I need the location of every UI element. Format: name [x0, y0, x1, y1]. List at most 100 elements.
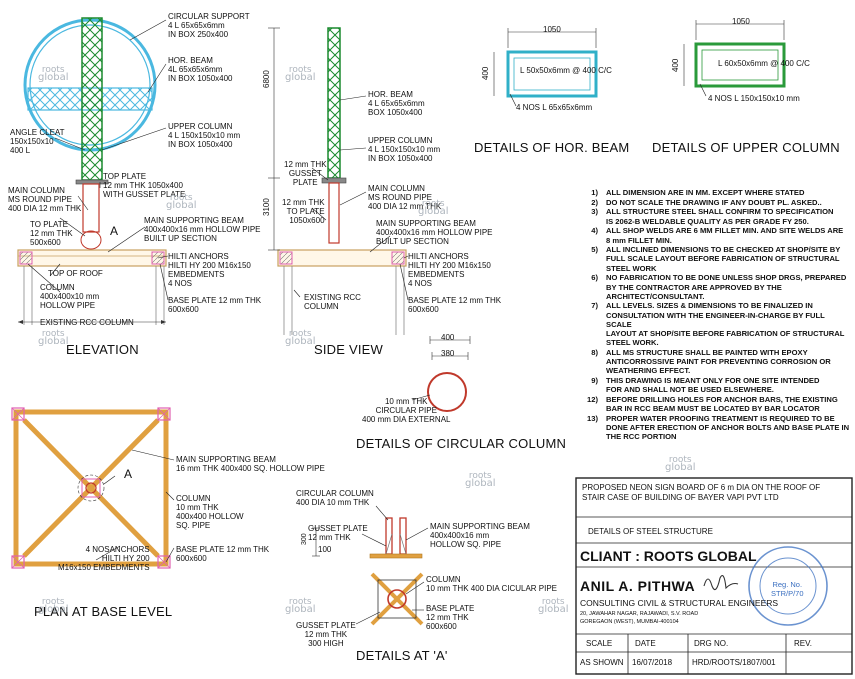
side-hilti-label: HILTI ANCHORS HILTI HY 200 M16x150 EMBED… [408, 252, 491, 288]
details-a-title: DETAILS AT 'A' [356, 648, 448, 663]
tb-project: PROPOSED NEON SIGN BOARD OF 6 m DIA ON T… [582, 483, 821, 502]
note-item: 6)NO FABRICATION TO BE DONE UNLESS SHOP … [591, 273, 847, 301]
elev-hor-beam-label: HOR. BEAM 4L 65x65x6mm IN BOX 1050x400 [168, 56, 233, 83]
plan-base-plate-label: BASE PLATE 12 mm THK 600x600 [176, 545, 270, 563]
hor-beam-inner-label: L 50x50x6mm @ 400 C/C [520, 66, 612, 75]
general-notes: 1)ALL DIMENSION ARE IN MM. EXCEPT WHERE … [576, 188, 852, 442]
a-dim-300: 300 [301, 533, 308, 545]
side-to-plate-label: 12 mm THK TO PLATE 1050x600 [282, 198, 325, 225]
side-main-column-label: MAIN COLUMN MS ROUND PIPE 400 DIA 12 mm … [368, 184, 442, 211]
note-item: 4)ALL SHOP WELDS ARE 6 MM FILLET MIN. AN… [591, 226, 844, 245]
tb-header-scale: SCALE [586, 639, 613, 648]
a-circular-column-label: CIRCULAR COLUMN 400 DIA 10 mm THK [296, 489, 374, 507]
elev-circular-support-label: CIRCULAR SUPPORT 4 L 65x65x6mm IN BOX 25… [168, 12, 250, 39]
elev-upper-column-label: UPPER COLUMN 4 L 150x150x10 mm IN BOX 10… [168, 122, 241, 149]
tb-header-date: DATE [635, 639, 656, 648]
elev-angle-cleat-label: ANGLE CLEAT 150x150x10 400 L [10, 128, 65, 155]
a-gusset-top-label: GUSSET PLATE 12 mm THK [308, 524, 368, 542]
elev-main-column-label: MAIN COLUMN MS ROUND PIPE 400 DIA 12 mm … [8, 186, 82, 213]
side-gusset-label: 12 mm THK GUSSET PLATE [284, 160, 327, 187]
elev-top-plate-label: TOP PLATE 12 mm THK 1050x400 WITH GUSSET… [103, 172, 186, 199]
tb-firm: CONSULTING CIVIL & STRUCTURAL ENGINEERS [580, 598, 779, 608]
plan-anchors-label: 4 NOSANCHORS HILTI HY 200 M16x150 EMBEDM… [58, 545, 150, 572]
a-main-beam-label: MAIN SUPPORTING BEAM 400x400x16 mm HOLLO… [430, 522, 530, 549]
side-hor-beam-label: HOR. BEAM 4 L 65x65x6mm BOX 1050x400 [368, 90, 425, 117]
tb-value-date: 16/07/2018 [632, 658, 673, 667]
tb-stamp-text: Reg. No. STR/P/70 [771, 580, 804, 598]
elev-base-plate-label: BASE PLATE 12 mm THK 600x600 [168, 296, 262, 314]
plan-main-beam-label: MAIN SUPPORTING BEAM 16 mm THK 400x400 S… [176, 455, 325, 473]
side-view [268, 27, 409, 335]
tb-subject: DETAILS OF STEEL STRUCTURE [588, 527, 713, 536]
upper-col-dim-w: 1050 [732, 17, 750, 26]
note-item: 9)THIS DRAWING IS MEANT ONLY FOR ONE SIT… [591, 376, 820, 395]
side-upper-column-label: UPPER COLUMN 4 L 150x150x10 mm IN BOX 10… [368, 136, 441, 163]
side-dim-3100: 3100 [262, 198, 271, 216]
upper-column-detail-title: DETAILS OF UPPER COLUMN [652, 140, 840, 155]
note-item: 7)ALL LEVELS. SIZES & DIMENSIONS TO BE F… [591, 301, 845, 348]
hor-beam-detail [493, 28, 598, 107]
upper-col-dim-h: 400 [671, 58, 680, 72]
circular-column-detail [411, 336, 471, 412]
hor-beam-corner-label: 4 NOS L 65x65x6mm [516, 103, 593, 112]
upper-col-inner-label: L 60x50x6mm @ 400 C/C [718, 59, 810, 68]
note-item: 8)ALL MS STRUCTURE SHALL BE PAINTED WITH… [591, 347, 831, 376]
elevation-view [17, 17, 169, 325]
a-column-label: COLUMN 10 mm THK 400 DIA CICULAR PIPE [426, 575, 558, 593]
note-item: 12)BEFORE DRILLING HOLES FOR ANCHOR BARS… [587, 394, 838, 414]
tb-value-drg: HRD/ROOTS/1807/001 [692, 658, 776, 667]
side-existing-rcc-label: EXISTING RCC COLUMN [304, 293, 361, 311]
plan-column-label: COLUMN 10 mm THK 400x400 HOLLOW SQ. PIPE [176, 494, 244, 530]
hor-beam-detail-title: DETAILS OF HOR. BEAM [474, 140, 630, 155]
circular-column-title: DETAILS OF CIRCULAR COLUMN [356, 436, 567, 451]
tb-address: 20, JAWAHAR NAGAR, RAJAWADI, S.V. ROAD G… [580, 611, 699, 625]
elev-column-label: COLUMN 400x400x10 mm HOLLOW PIPE [40, 283, 100, 310]
elev-top-of-roof-label: TOP OF ROOF [48, 269, 103, 278]
elev-hilti-label: HILTI ANCHORS HILTI HY 200 M16x150 EMBED… [168, 252, 251, 288]
a-base-plate-label: BASE PLATE 12 mm THK 600x600 [426, 604, 475, 631]
note-item: 3)ALL STRUCTURE STEEL SHALL CONFIRM TO S… [591, 207, 834, 226]
tb-header-rev: REV. [794, 639, 812, 648]
tb-value-scale: AS SHOWN [580, 658, 624, 667]
note-item: 5)ALL INCLINED DIMENSIONS TO BE CHECKED … [591, 245, 841, 273]
circ-dim-inner: 380 [441, 349, 455, 358]
circ-dim-outer: 400 [441, 333, 455, 342]
signature [703, 575, 739, 591]
elev-to-plate-label: TO PLATE 12 mm THK 500x600 [30, 220, 73, 247]
title-block-lines [575, 477, 853, 675]
a-gusset-bottom-label: GUSSET PLATE 12 mm THK 300 HIGH [296, 621, 356, 648]
side-base-plate-label: BASE PLATE 12 mm THK 600x600 [408, 296, 502, 314]
plan-title: PLAN AT BASE LEVEL [34, 604, 173, 619]
details-a-view [312, 505, 429, 626]
note-item: 13)PROPER WATER PROOFING TREATMENT IS RE… [587, 413, 850, 442]
elevation-title: ELEVATION [66, 342, 139, 357]
upper-column-detail [683, 20, 786, 97]
tb-engineer: ANIL A. PITHWA [580, 578, 696, 594]
side-view-title: SIDE VIEW [314, 342, 383, 357]
side-main-beam-label: MAIN SUPPORTING BEAM 400x400x16 mm HOLLO… [376, 219, 493, 246]
elev-existing-rcc-label: EXISTING RCC COLUMN [40, 318, 134, 327]
engineer-stamp [748, 546, 828, 626]
plan-view [11, 407, 175, 569]
a-dim-100: 100 [318, 545, 332, 554]
side-dim-6800: 6800 [262, 70, 271, 88]
note-item: 1)ALL DIMENSION ARE IN MM. EXCEPT WHERE … [591, 188, 805, 197]
tb-header-drg: DRG NO. [694, 639, 729, 648]
hor-beam-dim-h: 400 [481, 66, 490, 80]
elev-marker-a: A [110, 224, 119, 238]
circ-column-label: 10 mm THK CIRCULAR PIPE 400 mm DIA EXTER… [362, 397, 451, 424]
note-item: 2)DO NOT SCALE THE DRAWING IF ANY DOUBT … [591, 197, 822, 207]
upper-col-corner-label: 4 NOS L 150x150x10 mm [708, 94, 800, 103]
